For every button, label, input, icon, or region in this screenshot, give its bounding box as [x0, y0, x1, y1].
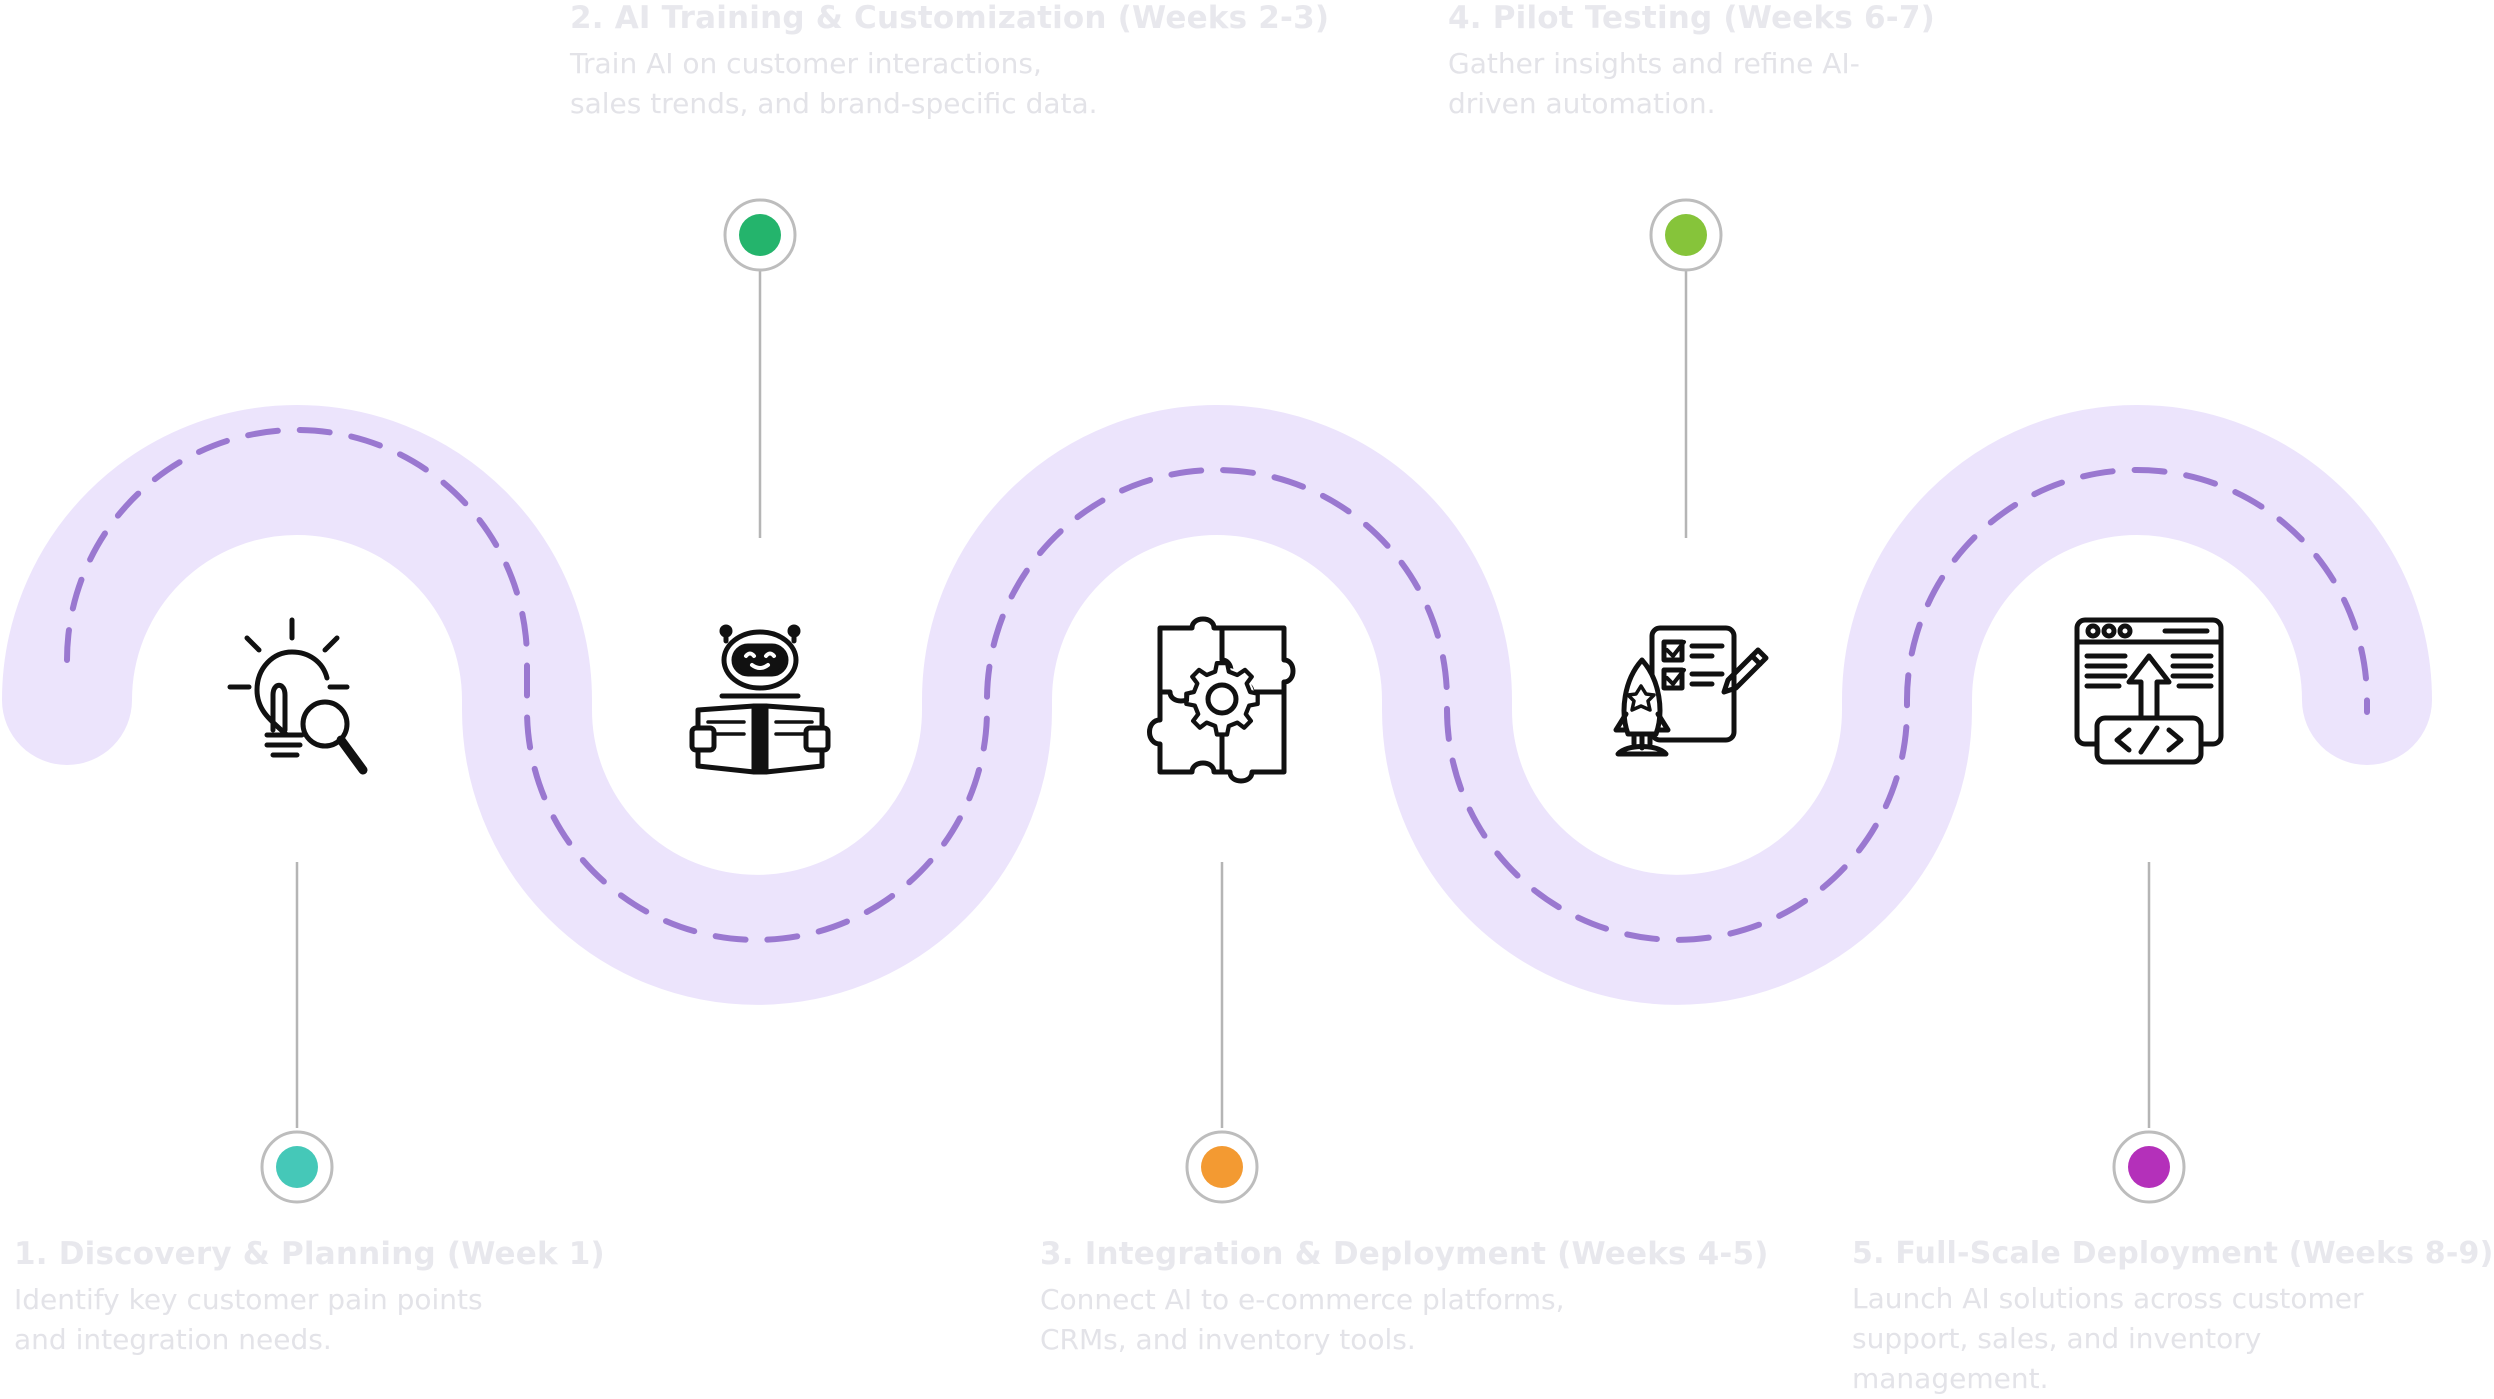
step-title: 3. Integration & Deployment (Weeks 4-5) [1040, 1236, 1769, 1272]
milestone-dot-3 [1185, 1130, 1259, 1204]
step-4: 4. Pilot Testing (Weeks 6-7) Gather insi… [1448, 0, 2148, 124]
step-description: Gather insights and refine AI-driven aut… [1448, 47, 1860, 120]
step-title: 5. Full-Scale Deployment (Weeks 8-9) [1852, 1236, 2494, 1271]
step-description: Identify key customer pain points and in… [14, 1283, 483, 1356]
milestone-dot-2 [723, 198, 797, 272]
step-2: 2. AI Training & Customization (Weeks 2-… [570, 0, 1330, 124]
step-3: 3. Integration & Deployment (Weeks 4-5) … [1040, 1236, 1769, 1360]
lightbulb-magnifier-icon [227, 617, 368, 775]
robot-reading-book-icon [689, 624, 831, 775]
browser-code-deploy-icon [2074, 617, 2224, 765]
step-description: Connect AI to e-commerce platforms, CRMs… [1040, 1283, 1565, 1356]
milestone-dot-5 [2112, 1130, 2186, 1204]
step-title: 2. AI Training & Customization (Weeks 2-… [570, 0, 1330, 36]
dashed-path [64, 427, 2370, 943]
puzzle-gear-icon [1147, 616, 1296, 784]
step-description: Train AI on customer interactions, sales… [570, 47, 1098, 120]
step-5: 5. Full-Scale Deployment (Weeks 8-9) Lau… [1852, 1236, 2494, 1399]
step-title: 1. Discovery & Planning (Week 1) [14, 1236, 605, 1272]
step-title: 4. Pilot Testing (Weeks 6-7) [1448, 0, 1935, 36]
step-1: 1. Discovery & Planning (Week 1) Identif… [14, 1236, 714, 1360]
milestone-dot-1 [260, 1130, 334, 1204]
milestone-dot-4 [1649, 198, 1723, 272]
step-description: Launch AI solutions across customer supp… [1852, 1282, 2364, 1395]
rocket-checklist-icon [1613, 625, 1769, 757]
timeline-diagram [2, 198, 2432, 1204]
